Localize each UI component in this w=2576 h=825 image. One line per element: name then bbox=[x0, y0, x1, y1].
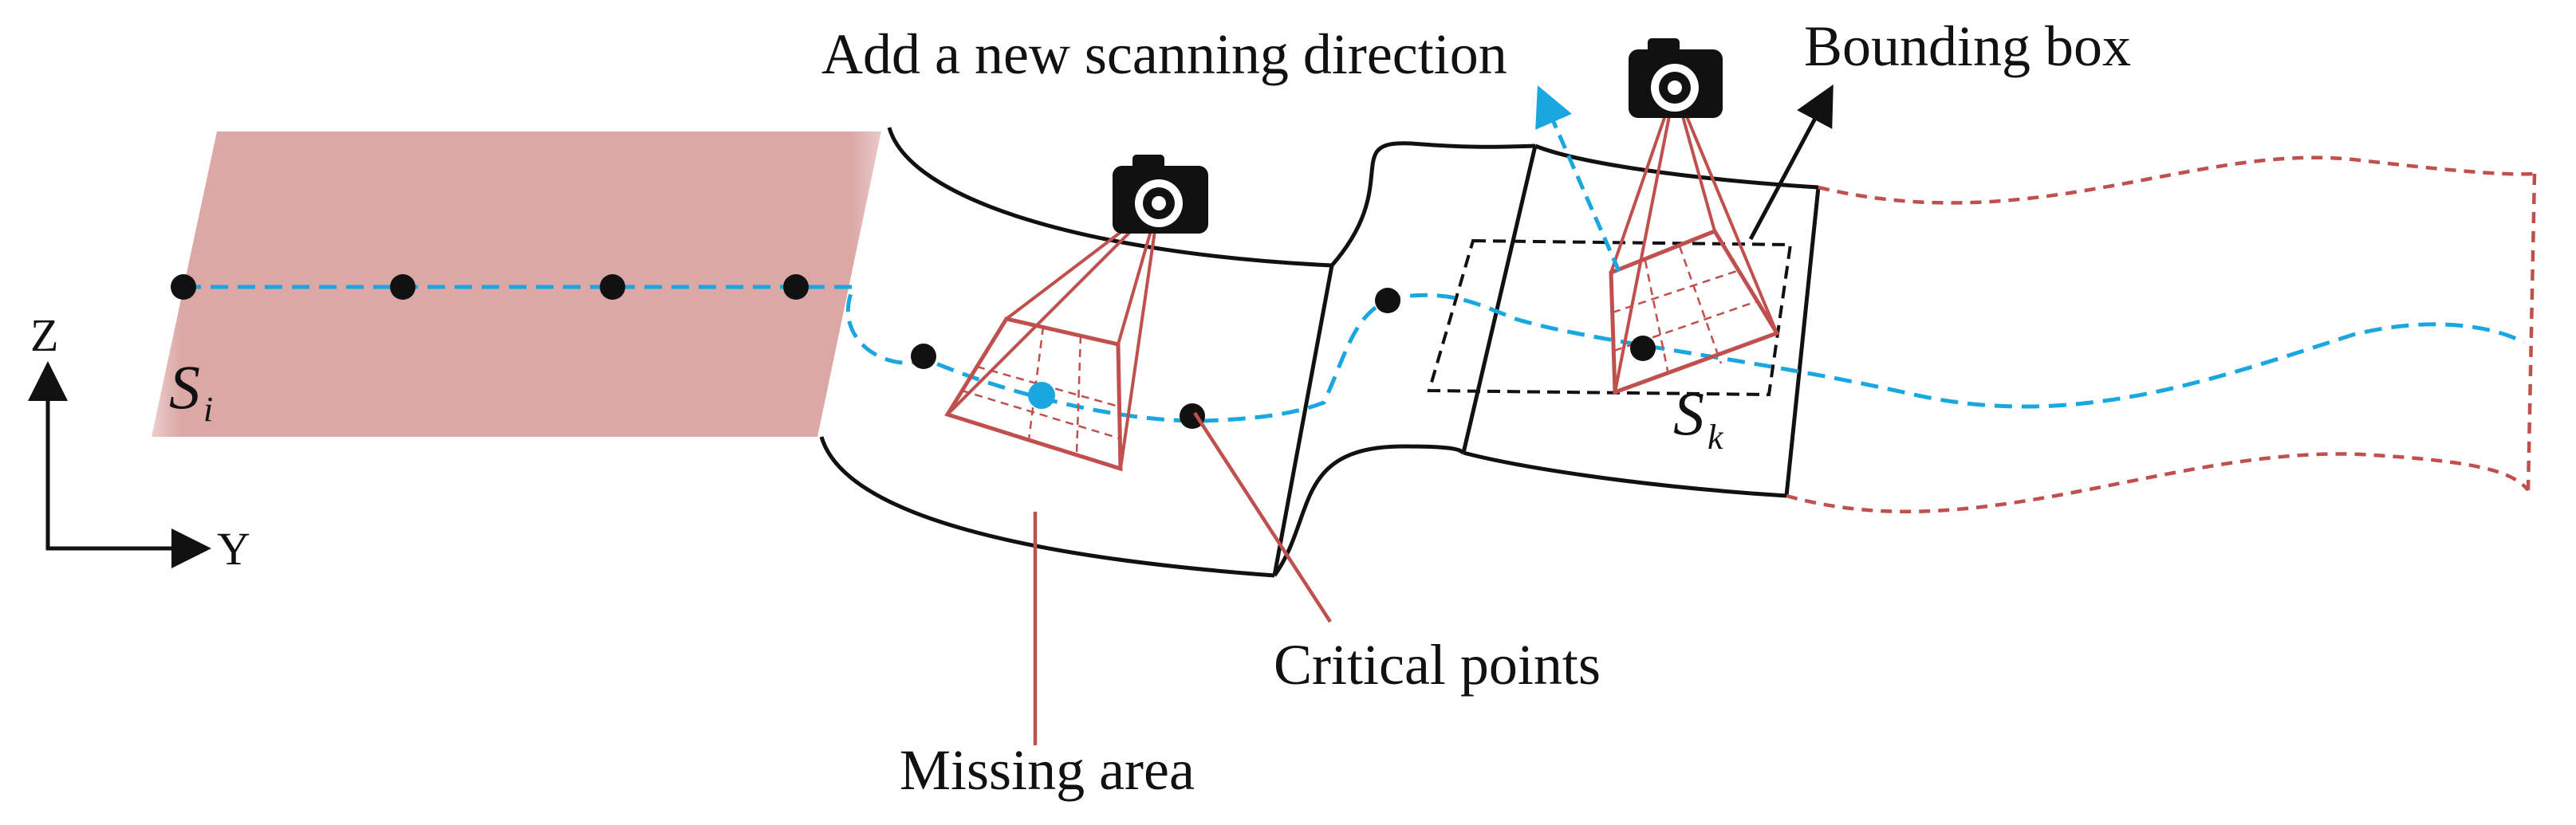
scanned-surface-si bbox=[152, 132, 881, 437]
camera-icon bbox=[1113, 155, 1208, 234]
label-add-direction: Add a new scanning direction bbox=[821, 22, 1507, 86]
symbol-sk-sub: k bbox=[1707, 418, 1724, 457]
critical-point bbox=[390, 274, 416, 300]
surface-segment-2 bbox=[1272, 141, 1538, 577]
surface-segment-1 bbox=[819, 127, 1334, 578]
critical-point bbox=[171, 274, 196, 300]
label-bounding-box: Bounding box bbox=[1804, 14, 2131, 78]
axes bbox=[28, 361, 211, 568]
critical-point bbox=[1375, 288, 1400, 313]
symbol-si-main: S bbox=[169, 352, 200, 422]
camera-frustum-2 bbox=[1609, 87, 1780, 395]
critical-point bbox=[911, 344, 936, 369]
symbol-si: Si bbox=[169, 352, 213, 429]
axis-label-z: Z bbox=[30, 309, 58, 361]
unscanned-surface bbox=[1786, 155, 2537, 514]
new-direction-arrow bbox=[1535, 85, 1621, 273]
symbol-sk-main: S bbox=[1673, 379, 1704, 448]
symbol-si-sub: i bbox=[203, 390, 213, 429]
critical-points-leader bbox=[1193, 411, 1332, 623]
critical-point bbox=[1180, 403, 1205, 429]
bounding-box-arrow bbox=[1748, 84, 1834, 241]
label-critical-points: Critical points bbox=[1274, 633, 1601, 697]
label-missing-area: Missing area bbox=[900, 738, 1195, 802]
symbol-sk: Sk bbox=[1673, 379, 1724, 457]
highlight-point bbox=[1028, 382, 1055, 409]
critical-points bbox=[171, 274, 1656, 429]
camera-icon bbox=[1629, 38, 1723, 118]
axis-label-y: Y bbox=[217, 523, 250, 575]
critical-point bbox=[1630, 336, 1656, 361]
critical-point bbox=[783, 274, 809, 300]
critical-point bbox=[600, 274, 625, 300]
scan-path bbox=[183, 285, 2526, 423]
